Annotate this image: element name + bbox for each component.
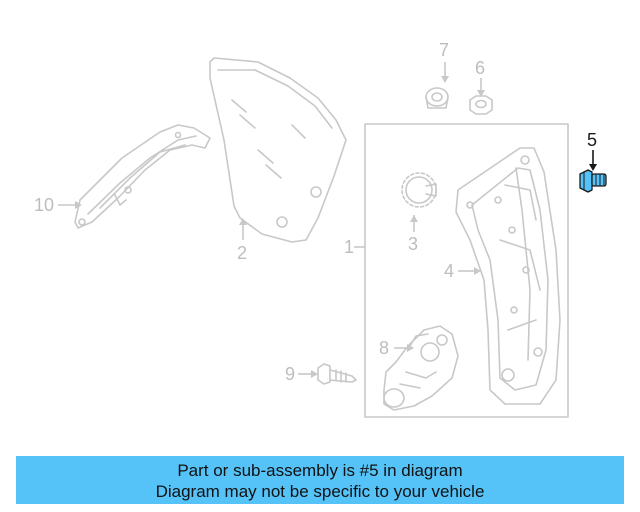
callout-6: 6 <box>475 58 485 78</box>
callout-2: 2 <box>237 243 247 263</box>
part-door-glass <box>209 57 347 243</box>
callout-10: 10 <box>34 195 54 215</box>
parts-diagram: 10 2 7 6 1 3 <box>34 40 607 418</box>
part-flange-nut <box>425 87 449 109</box>
part-window-regulator <box>455 147 561 405</box>
assembly-frame <box>364 123 569 418</box>
callout-4: 4 <box>444 261 454 281</box>
banner-line-part-info: Part or sub-assembly is #5 in diagram <box>177 461 463 480</box>
callout-3: 3 <box>408 234 418 254</box>
info-banner: Part or sub-assembly is #5 in diagram Di… <box>16 456 624 504</box>
part-5-bolt-highlighted[interactable] <box>579 169 607 193</box>
callout-1: 1 <box>344 237 354 257</box>
callout-7: 7 <box>439 40 449 60</box>
part-window-motor <box>383 325 459 411</box>
callout-9: 9 <box>285 364 295 384</box>
part-gear <box>401 172 437 208</box>
callout-8: 8 <box>379 338 389 358</box>
part-screw <box>317 363 357 385</box>
banner-line-disclaimer: Diagram may not be specific to your vehi… <box>155 482 485 501</box>
callout-5: 5 <box>587 130 597 150</box>
part-rail-bracket <box>74 124 211 229</box>
part-hex-nut <box>469 95 493 115</box>
